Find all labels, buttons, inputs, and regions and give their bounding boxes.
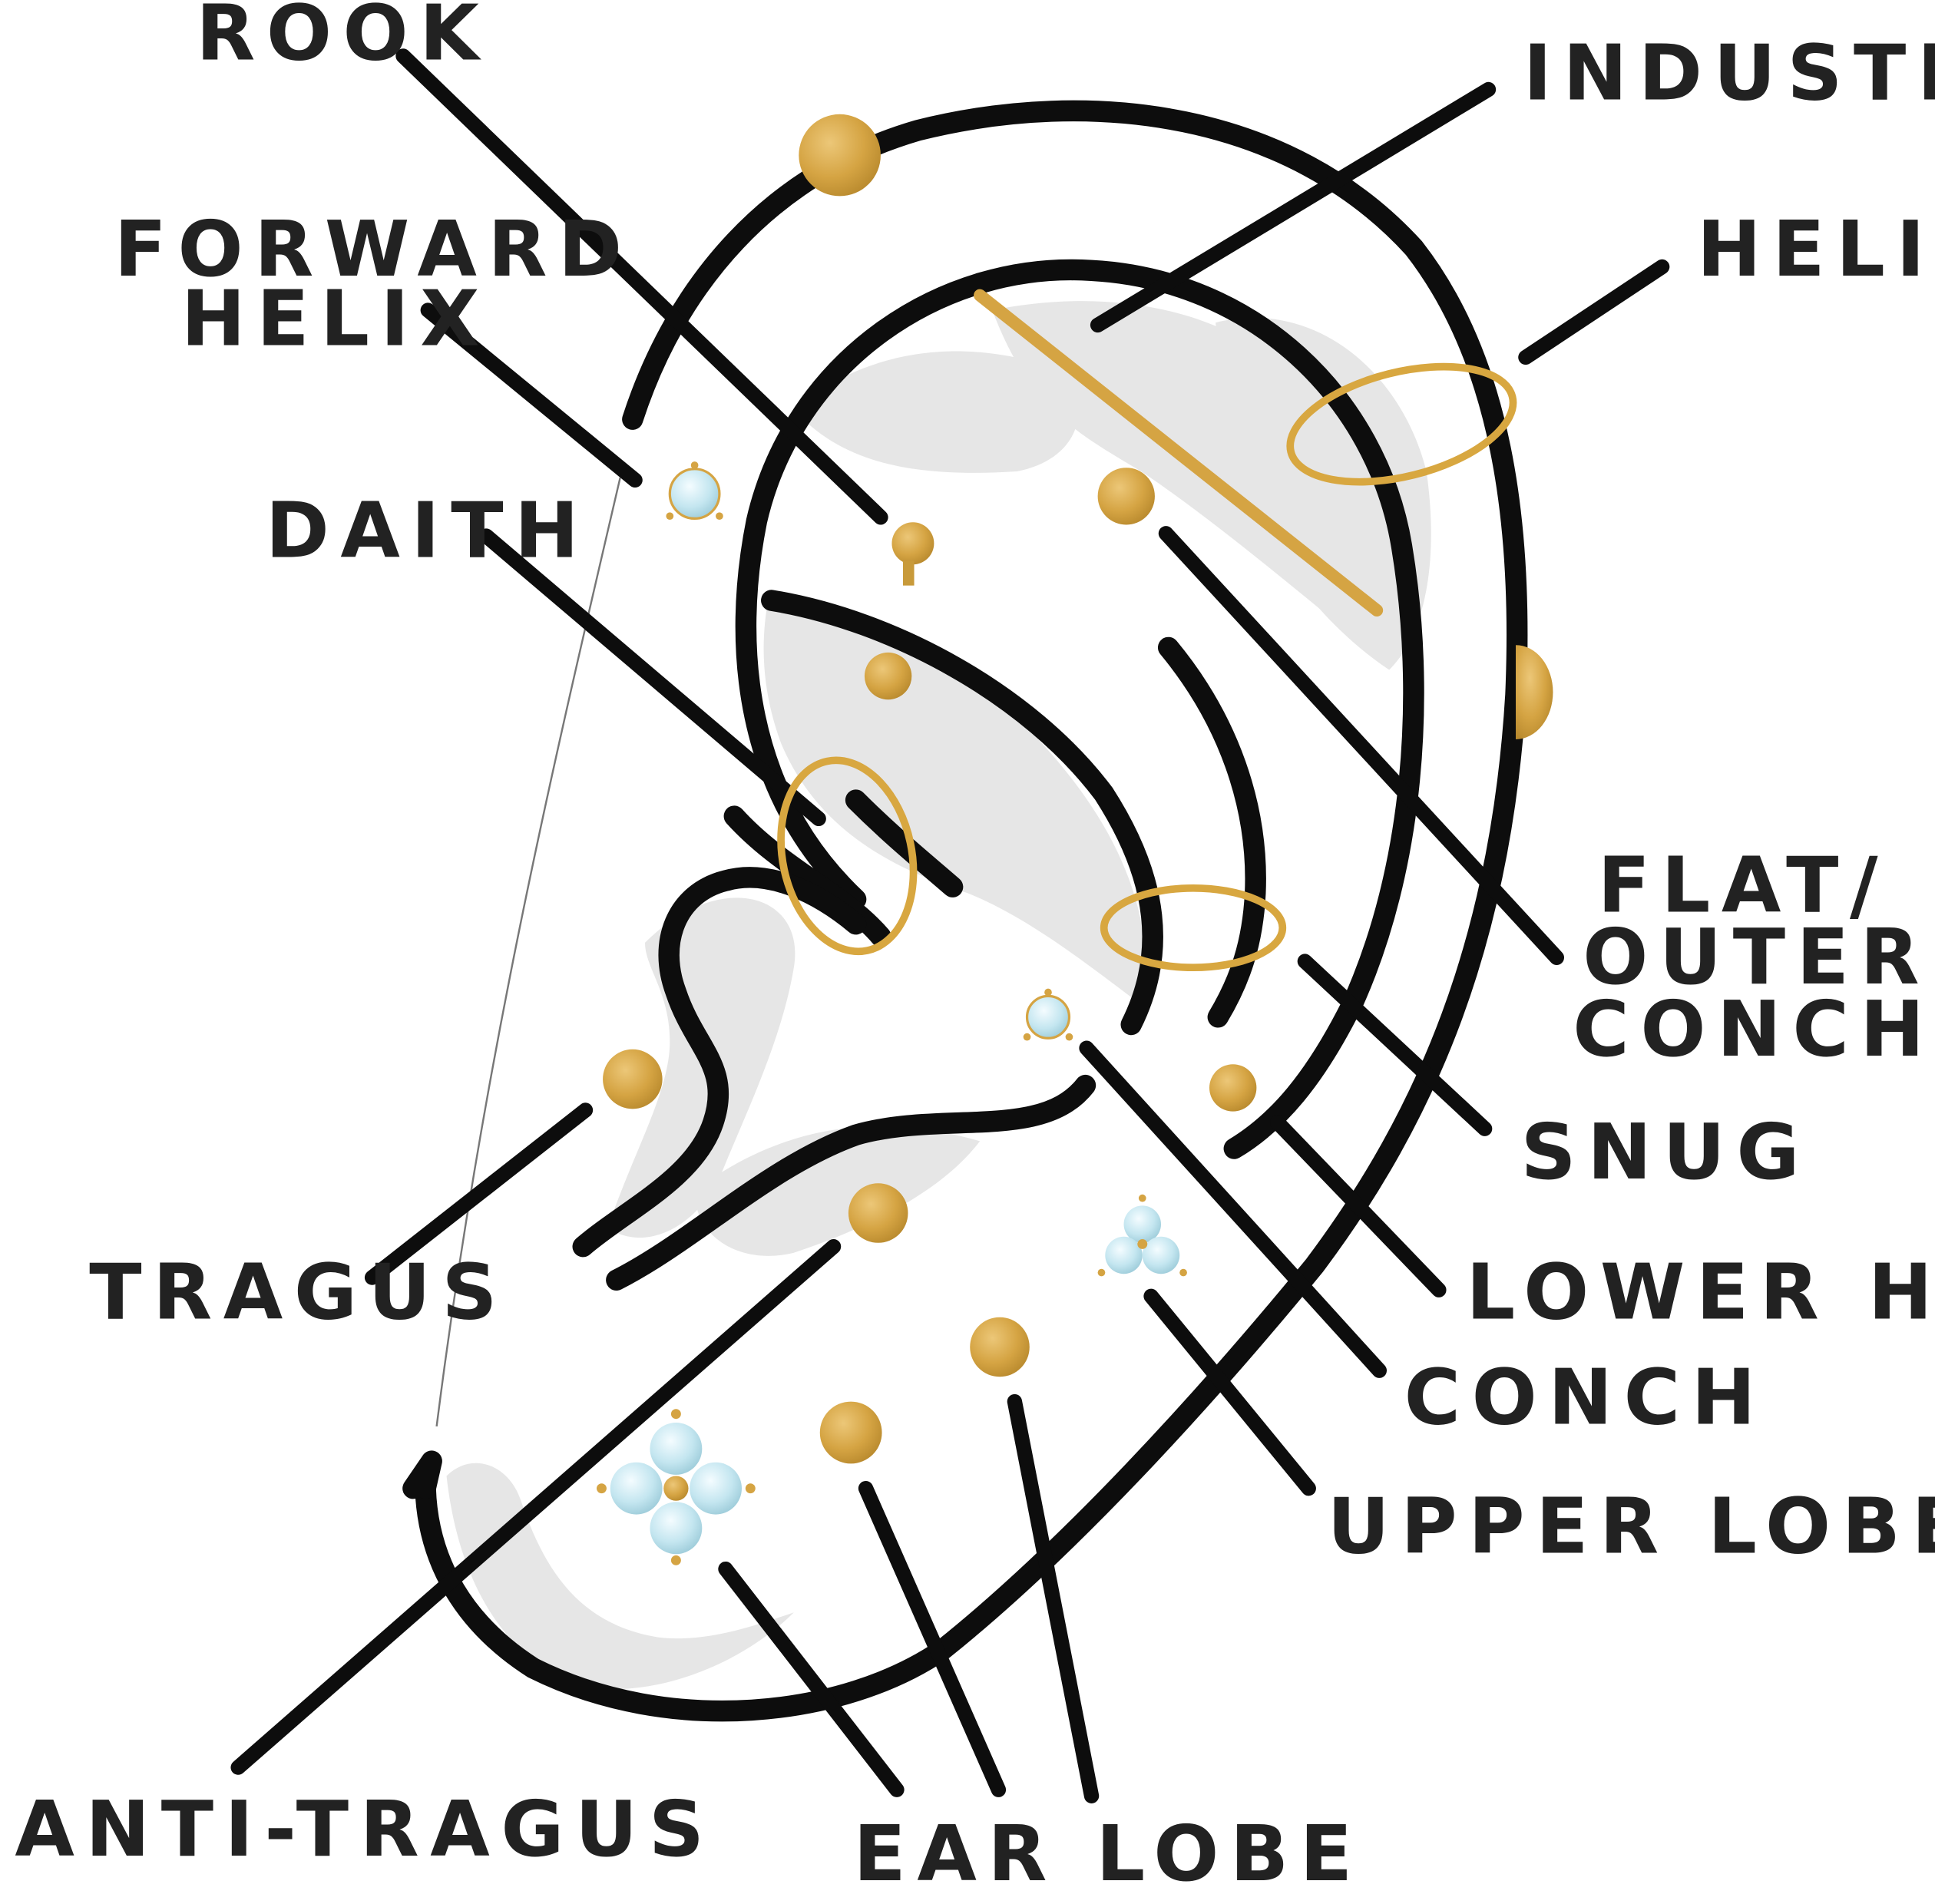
flat-conch-ball: [1097, 468, 1155, 525]
helix-edge-ball: [1516, 645, 1553, 739]
labels: ROOK INDUSTRIAL FORWARD HELIX HELIX DAIT…: [15, 0, 1935, 1899]
industrial-bar: [974, 289, 1384, 617]
label-conch: CONCH: [1404, 1353, 1767, 1443]
leader-ear-lobe-1: [718, 1561, 905, 1797]
label-upper-lobe: UPPER LOBE: [1327, 1482, 1935, 1572]
leader-conch: [1079, 1040, 1387, 1378]
leader-flat-conch: [1158, 526, 1564, 965]
ear-shading: [446, 301, 1431, 1690]
ear-outline: [402, 100, 1528, 1722]
face-line: [435, 477, 621, 1427]
leader-upper-lobe: [1143, 1288, 1316, 1496]
tragus-outline: [572, 867, 867, 1258]
leader-helix: [1518, 259, 1670, 365]
leader-anti-tragus: [230, 1238, 842, 1775]
leader-industrial: [1090, 81, 1497, 333]
rook-stud: [891, 522, 934, 586]
label-flat-conch-line2: OUTER: [1583, 912, 1930, 1002]
label-tragus: TRAGUS: [89, 1247, 508, 1337]
leader-lower-helix: [1270, 1115, 1447, 1297]
leader-snug: [1297, 954, 1493, 1136]
anti-tragus-ball: [848, 1183, 908, 1243]
label-ear-lobe: EAR LOBE: [853, 1809, 1363, 1899]
daith-ball: [864, 652, 912, 700]
label-helix: HELIX: [1697, 204, 1935, 294]
leader-tragus: [364, 1102, 594, 1285]
antitragus-outline: [606, 1074, 1096, 1291]
label-snug: SNUG: [1520, 1107, 1811, 1197]
label-anti-tragus: ANTI-TRAGUS: [15, 1784, 715, 1874]
forward-helix-gem: [666, 461, 723, 521]
leader-ear-lobe-2: [858, 1480, 1007, 1797]
upper-lobe-trio-gem: [1097, 1194, 1187, 1277]
label-rook: ROOK: [196, 0, 490, 78]
inner-helix-fold: [735, 259, 1424, 1159]
ear-lobe-ball: [819, 1401, 882, 1464]
lobe-hook: [402, 1450, 442, 1499]
antihelix-crus: [761, 590, 1163, 1036]
outer-helix-rim: [415, 100, 1528, 1722]
leader-ear-lobe-3: [1007, 1393, 1100, 1803]
snug-ring: [1100, 884, 1287, 972]
antihelix-ridge: [1157, 636, 1266, 1028]
daith-ring: [777, 756, 918, 956]
label-daith: DAITH: [266, 486, 590, 576]
label-forward-helix-line1: FORWARD: [114, 204, 633, 294]
conch-gem: [1023, 988, 1073, 1041]
leader-daith: [478, 528, 826, 827]
label-flat-conch-line1: FLAT/: [1598, 840, 1890, 930]
tragus-ball: [603, 1049, 663, 1109]
label-lower-helix: LOWER HELIX: [1466, 1247, 1935, 1337]
lower-helix-ball: [1209, 1064, 1257, 1112]
helix-ring: [1286, 362, 1517, 486]
leader-lines: [230, 48, 1670, 1803]
jewelry: [597, 114, 1553, 1565]
leader-forward-helix: [420, 302, 643, 488]
label-flat-conch-line3: CONCH: [1573, 984, 1935, 1074]
upper-lobe-ball: [970, 1317, 1030, 1377]
rook-ball-top: [799, 114, 881, 197]
ear-lobe-flower-gem: [597, 1409, 756, 1565]
leader-rook: [395, 48, 888, 525]
label-industrial: INDUSTRIAL: [1523, 28, 1935, 117]
crus-line: [845, 789, 964, 897]
label-forward-helix-line2: HELIX: [181, 273, 491, 363]
